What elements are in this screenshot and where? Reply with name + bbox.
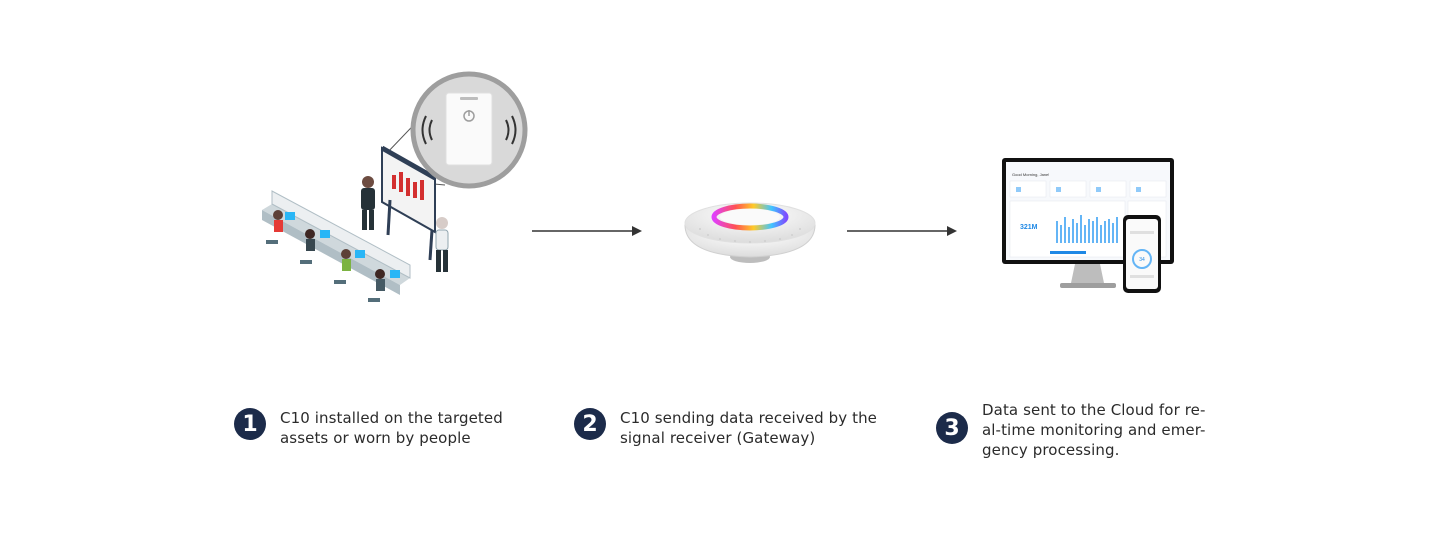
standing-worker-person: [435, 217, 449, 272]
presenter-person: [361, 176, 375, 230]
step-number-badge: 1: [234, 408, 266, 440]
phone-gauge-value: 34: [1139, 257, 1145, 263]
step-number-badge: 3: [936, 412, 968, 444]
seated-people: [273, 210, 385, 291]
desk-monitors: [285, 212, 400, 278]
gateway-illustration: [684, 202, 816, 263]
step-description: Data sent to the Cloud for re- al-time m…: [982, 401, 1206, 459]
cloud-dashboard-illustration: Good Morning, Jane! 321M 34: [1002, 158, 1174, 293]
office-scene-illustration: [262, 71, 528, 302]
step-2: 2 C10 sending data received by the signa…: [574, 408, 877, 448]
office-chairs: [266, 240, 380, 302]
step-description: C10 sending data received by the signal …: [620, 409, 878, 447]
step-description: C10 installed on the targeted assets or …: [280, 409, 503, 447]
flow-arrow-1: [532, 226, 642, 236]
presentation-board: [380, 145, 437, 261]
step-1: 1 C10 installed on the targeted assets o…: [234, 408, 503, 448]
step-3: 3 Data sent to the Cloud for re- al-time…: [936, 400, 1206, 460]
step-number-badge: 2: [574, 408, 606, 440]
dashboard-big-value: 321M: [1020, 224, 1038, 231]
c10-device-magnified: [410, 71, 528, 189]
office-desks: [262, 190, 411, 295]
flow-arrow-2: [847, 226, 957, 236]
dashboard-title: Good Morning, Jane!: [1012, 172, 1049, 177]
